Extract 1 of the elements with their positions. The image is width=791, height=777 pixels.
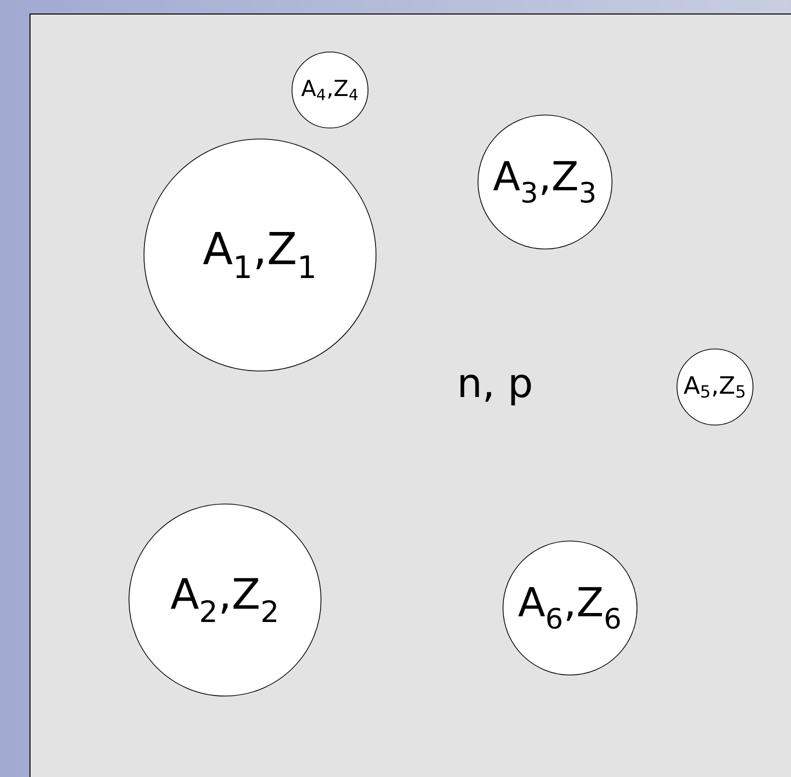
particle-label: n, p: [460, 374, 531, 406]
